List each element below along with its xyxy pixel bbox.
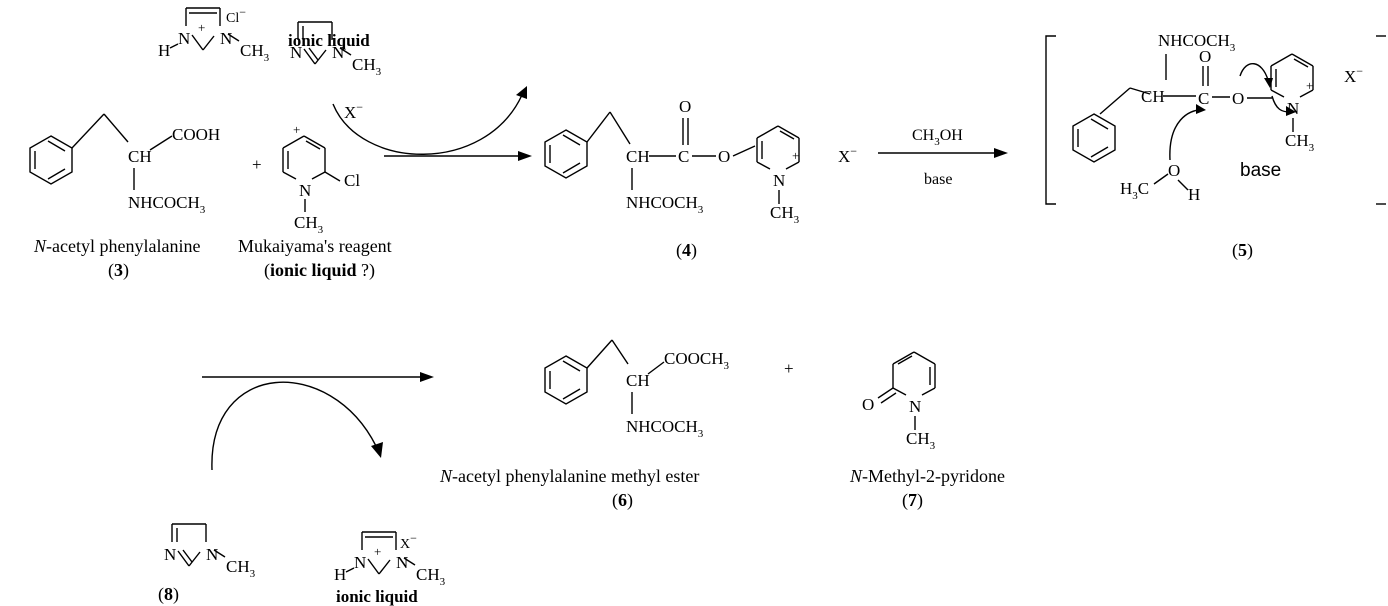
mukaiyama-reagent-structure: N + Cl CH3 X− <box>282 100 363 236</box>
atom-label: N <box>178 29 190 48</box>
compound-6-name: N-acetyl phenylalanine methyl ester <box>439 466 699 486</box>
plus-charge: + <box>792 148 799 163</box>
atom-label: CH3 <box>226 557 256 580</box>
atom-label: N <box>299 181 311 200</box>
methylimidazole-top: N N CH3 <box>290 21 382 78</box>
atom-label: CH <box>626 371 650 390</box>
atom-label: NHCOCH3 <box>626 193 704 216</box>
counterion: X− <box>1344 64 1363 86</box>
atom-label: N <box>396 553 408 572</box>
atom-label: N <box>164 545 176 564</box>
compound-3-structure: CH COOH NHCOCH3 <box>29 113 220 216</box>
atom-label: H3C <box>1120 179 1149 202</box>
compound-4-number: (4) <box>676 240 697 261</box>
atom-label: NHCOCH3 <box>128 193 206 216</box>
arrowhead <box>1286 106 1296 116</box>
ionic-liquid-label-bottom: ionic liquid <box>336 587 418 606</box>
atom-label: O <box>679 97 691 116</box>
atom-label: CH3 <box>352 55 382 78</box>
atom-label: CH3 <box>1285 131 1315 154</box>
arrowhead <box>994 148 1008 158</box>
atom-label: C <box>1198 89 1209 108</box>
atom-label: O <box>1232 89 1244 108</box>
atom-label: H <box>158 41 170 60</box>
atom-label: N <box>332 43 344 62</box>
imidazolium-chloride: N N H + CH3 Cl− ionic liquid <box>158 5 370 64</box>
atom-label: NHCOCH3 <box>626 417 704 440</box>
plus-charge: + <box>374 544 381 559</box>
mukaiyama-name: Mukaiyama's reagent <box>238 236 392 256</box>
atom-label: COOCH3 <box>664 349 730 372</box>
atom-label: Cl <box>344 171 360 190</box>
curved-arrow-top <box>332 94 523 155</box>
arrowhead <box>1264 78 1273 88</box>
atom-label: NHCOCH3 <box>1158 31 1236 54</box>
intermediate-5-structure: CH NHCOCH3 C O O + N CH3 X− H3C O H base <box>1072 31 1363 204</box>
counterion: X− <box>400 531 417 552</box>
mukaiyama-note: (ionic liquid ?) <box>264 260 375 281</box>
push-arrow-carbonyl <box>1239 63 1269 81</box>
condition-base: base <box>924 171 952 188</box>
plus-charge: + <box>198 20 205 35</box>
plus-charge: + <box>1306 78 1313 93</box>
base-label: base <box>1240 160 1281 181</box>
arrowhead <box>516 86 527 99</box>
atom-label: CH3 <box>770 203 800 226</box>
atom-label: O <box>1168 161 1180 180</box>
atom-label: N <box>354 553 366 572</box>
compound-7-structure: O N CH3 <box>862 351 936 452</box>
ionic-liquid-label-top: ionic liquid <box>288 31 370 50</box>
atom-label: H <box>334 565 346 584</box>
counterion: X− <box>344 100 363 122</box>
atom-label: CH3 <box>906 429 936 452</box>
compound-5-number: (5) <box>1232 240 1253 261</box>
chloride-counterion: Cl− <box>226 5 246 26</box>
atom-label: CH <box>1141 87 1165 106</box>
arrowhead <box>518 151 532 161</box>
arrowhead <box>420 372 434 382</box>
plus-charge: + <box>293 122 300 137</box>
compound-3-number: (3) <box>108 260 129 281</box>
arrowhead <box>1196 104 1206 114</box>
atom-label: CH3 <box>416 565 446 588</box>
intermediate-5-bracket <box>1045 35 1386 205</box>
compound-8-number: (8) <box>158 584 179 605</box>
condition-methanol: CH3OH <box>912 127 963 148</box>
atom-label: CH3 <box>294 213 324 236</box>
atom-label: CH <box>128 147 152 166</box>
atom-label: COOH <box>172 125 220 144</box>
atom-label: O <box>1199 47 1211 66</box>
compound-6-structure: CH COOCH3 NHCOCH3 <box>544 339 730 440</box>
arrowhead <box>371 442 383 458</box>
atom-label: O <box>862 395 874 414</box>
atom-label: N <box>909 397 921 416</box>
atom-label: H <box>1188 185 1200 204</box>
atom-label: N <box>290 43 302 62</box>
push-arrow-methanol <box>1169 109 1201 161</box>
compound-7-number: (7) <box>902 490 923 511</box>
atom-label: O <box>718 147 730 166</box>
plus-sign: + <box>784 359 794 378</box>
compound-4-structure: CH C O O NHCOCH3 N + CH3 X− <box>544 97 857 226</box>
plus-sign: + <box>252 155 262 174</box>
compound-7-name: N-Methyl-2-pyridone <box>849 466 1005 486</box>
imidazolium-counterion-bottom: N N H + CH3 X− <box>334 531 446 588</box>
counterion: X− <box>838 144 857 166</box>
curved-arrow-bottom <box>211 381 377 471</box>
methylimidazole-bottom: N N CH3 <box>164 523 256 580</box>
atom-label: N <box>206 545 218 564</box>
compound-6-number: (6) <box>612 490 633 511</box>
atom-label: CH3 <box>240 41 270 64</box>
atom-label: C <box>678 147 689 166</box>
atom-label: N <box>220 29 232 48</box>
compound-3-name: N-acetyl phenylalanine <box>33 236 200 256</box>
atom-label: CH <box>626 147 650 166</box>
atom-label: N <box>773 171 785 190</box>
